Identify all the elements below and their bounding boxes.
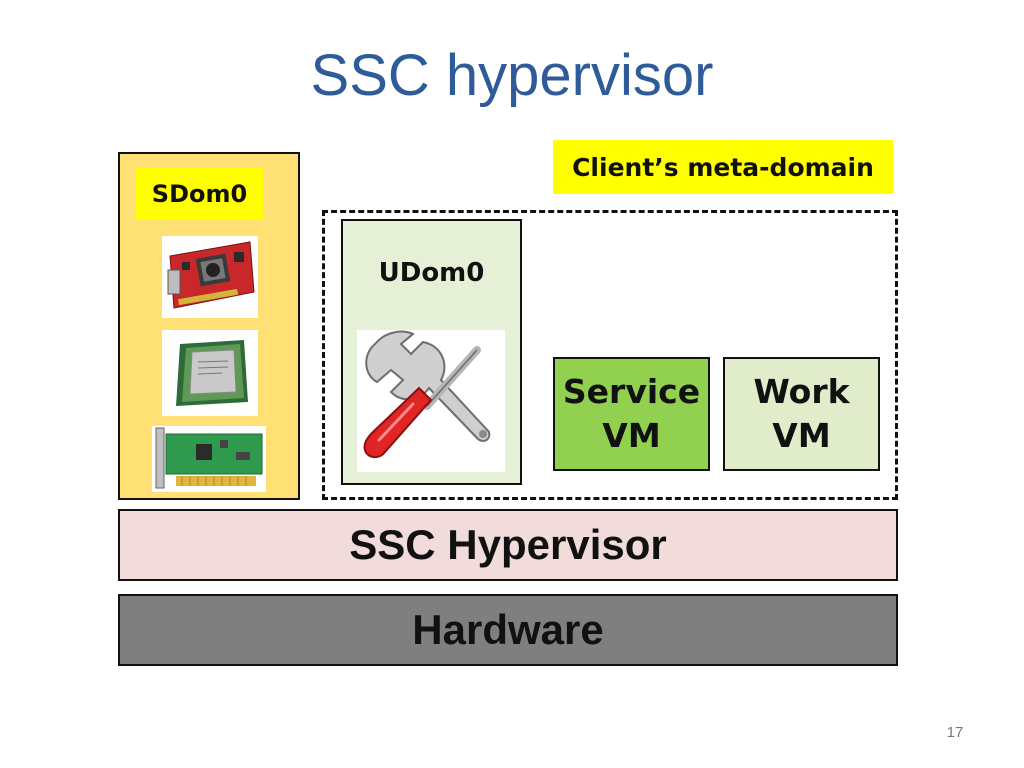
work-vm-label: Work VM (753, 372, 850, 455)
slide-title: SSC hypervisor (310, 43, 714, 108)
graphics-card-icon (162, 236, 258, 318)
ssc-hypervisor-label: SSC Hypervisor (349, 521, 667, 568)
hardware-layer: Hardware (118, 594, 898, 666)
wrench-screwdriver-icon (357, 330, 505, 472)
service-vm-box: Service VM (553, 357, 710, 471)
page-number: 17 (946, 724, 964, 741)
cpu-chip-icon (162, 330, 258, 416)
udom0-label: UDom0 (378, 258, 485, 288)
sdom0-label: SDom0 (136, 168, 263, 220)
meta-domain-label: Client’s meta-domain (553, 140, 893, 194)
network-card-icon (152, 426, 266, 492)
work-vm-box: Work VM (723, 357, 880, 471)
hardware-label: Hardware (412, 606, 604, 653)
client-meta-domain-boundary (322, 210, 898, 500)
service-vm-label: Service VM (562, 372, 701, 455)
ssc-hypervisor-layer: SSC Hypervisor (118, 509, 898, 581)
